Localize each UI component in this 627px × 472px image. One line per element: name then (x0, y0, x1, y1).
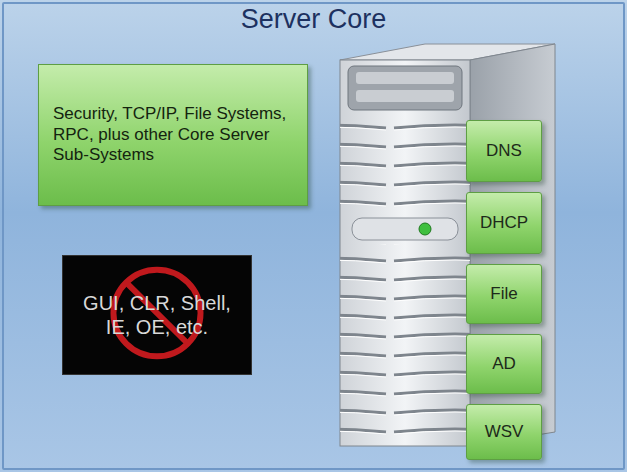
node-text: File (471, 284, 537, 304)
core-subsystems-box: Security, TCP/IP, File Systems, RPC, plu… (38, 64, 308, 206)
role-tab: File (466, 264, 542, 324)
node-text: WSV (471, 422, 537, 442)
role-tab: WSV (466, 404, 542, 460)
node-text: DNS (471, 141, 537, 161)
prohibition-sign (63, 256, 251, 374)
role-tab: DNS (466, 120, 542, 182)
removed-components-box: GUI, CLR, Shell, IE, OE, etc. (62, 255, 252, 375)
node-text: GUI, CLR, Shell, IE, OE, etc. (71, 291, 243, 339)
diagram-title: Server Core (0, 4, 627, 35)
node-text: Security, TCP/IP, File Systems, RPC, plu… (53, 104, 293, 165)
node-text: DHCP (471, 213, 537, 233)
role-tab: DHCP (466, 192, 542, 254)
role-tab: AD (466, 334, 542, 394)
node-text: AD (471, 354, 537, 374)
